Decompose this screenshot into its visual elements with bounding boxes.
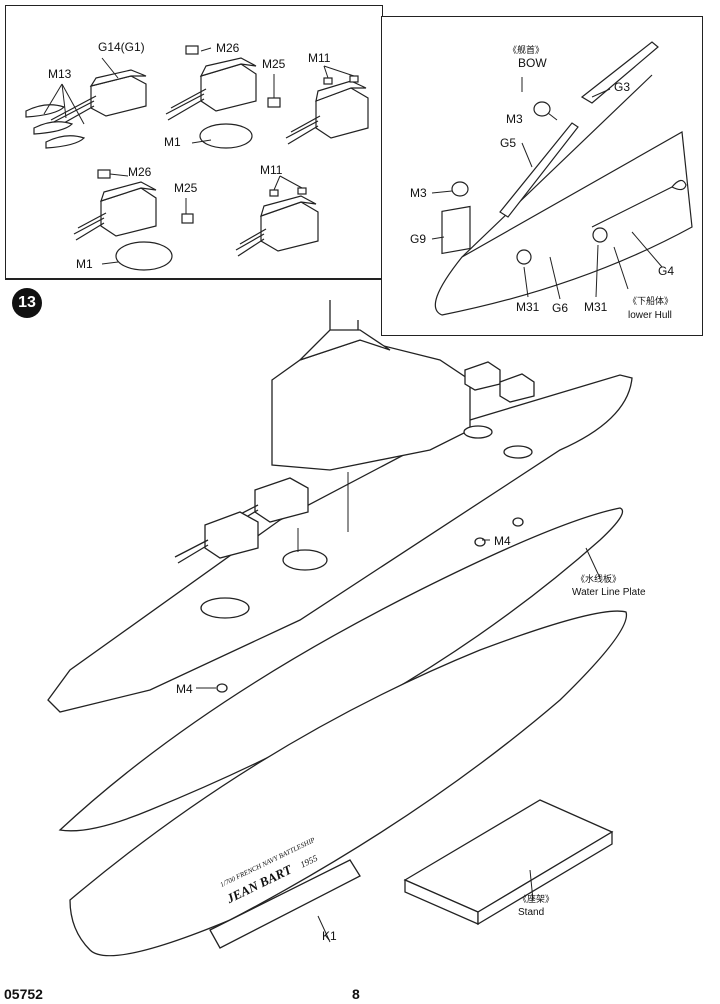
part-g3 [580,41,659,104]
label-g4: G4 [658,264,675,278]
label-m1-top: M1 [164,135,181,149]
label-bow-en: BOW [518,56,547,70]
label-bow-cn: 《舰首》 [508,45,545,55]
turret-upper-right-drawing [285,75,369,145]
label-k1: K1 [322,929,337,943]
stand-drawing [403,799,614,926]
turret-lower-left-drawing [73,169,194,271]
turret-forward-b [174,511,259,564]
label-m13: M13 [48,67,72,81]
bow-subassembly-panel: 《舰首》 BOW G3 M3 G5 M3 G9 M31 G6 M31 G4 《下… [381,16,703,336]
label-waterline-cn: 《水线板》 [576,574,622,584]
label-lower-hull-en: lower Hull [628,310,672,321]
label-m26-bottom: M26 [128,165,152,179]
label-m3-left: M3 [410,186,427,200]
label-g14: G14(G1) [98,40,145,54]
label-g5: G5 [500,136,517,150]
part-g5 [499,122,579,218]
waterline-plate [58,507,624,832]
bow-drawings [431,41,693,316]
lower-hull-bow [434,131,693,316]
turret-upper-middle-drawing [165,45,281,149]
label-g3: G3 [614,80,631,94]
label-g9: G9 [410,232,427,246]
step-number-badge: 13 [12,288,42,318]
upper-hull-deck [47,374,633,713]
lower-hull [69,610,628,957]
part-g4 [591,179,687,228]
bow-upper-line [461,74,653,258]
label-m26-top: M26 [216,41,240,55]
label-lower-hull-cn: 《下船体》 [628,296,674,306]
label-stand-cn: 《座架》 [518,894,555,904]
label-g6: G6 [552,301,569,315]
turret-drawings [25,45,369,271]
name-plaque-drawing [209,859,361,949]
label-m25-bottom: M25 [174,181,198,195]
label-m4-right: M4 [494,534,511,548]
label-m11-bottom: M11 [260,163,283,177]
turret-aft-a [464,361,501,391]
turret-aft-b [499,373,535,403]
turret-lower-right-drawing [235,187,319,257]
label-stand-en: Stand [518,907,545,918]
label-m4-left: M4 [176,682,193,696]
label-waterline-en: Water Line Plate [572,587,646,598]
section-divider [5,278,381,280]
label-m11-top: M11 [308,51,331,65]
label-m3-top: M3 [506,112,523,126]
label-m31-right: M31 [584,300,608,314]
barrel-sleeves-m13 [25,104,86,149]
superstructure [271,300,471,471]
product-code: 05752 [4,986,43,1002]
label-m25-top: M25 [262,57,286,71]
page-number: 8 [352,986,360,1002]
part-g9 [441,205,471,255]
turret-subassembly-panel: G14(G1) M13 M26 M25 M1 M11 M26 M25 M1 M1… [5,5,383,279]
label-m1-bottom: M1 [76,257,93,271]
label-m31-left: M31 [516,300,540,314]
